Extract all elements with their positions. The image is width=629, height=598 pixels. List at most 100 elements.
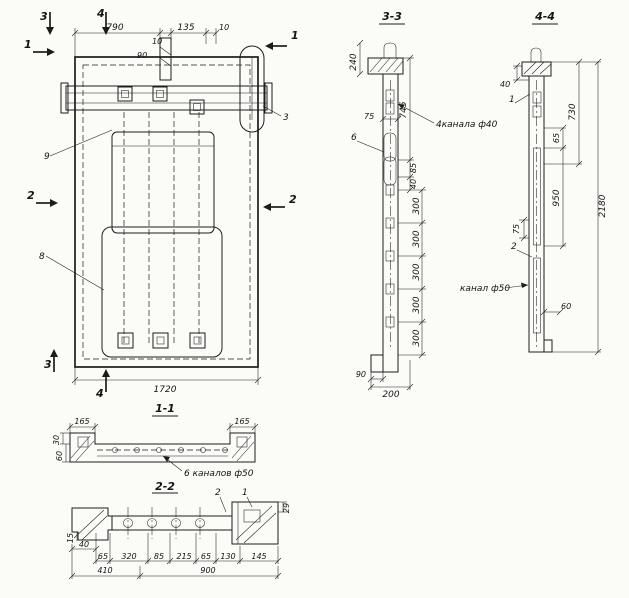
dim-60: 60	[55, 451, 64, 461]
dim-300-2: 300	[412, 230, 422, 247]
dim-1720: 1720	[154, 385, 177, 395]
dim-950: 950	[552, 189, 562, 206]
plan-view: 3 1 4 1 2 2 3 4 9 8 3	[24, 7, 299, 400]
dim-215: 215	[176, 552, 191, 561]
s22-dims: 29 15 40 65 320 85 215 65	[66, 501, 291, 580]
lifting-slot	[239, 45, 265, 133]
s44-dims: 40 730 65 950 2180 75	[500, 58, 608, 356]
dim-790: 790	[106, 23, 123, 33]
marker-1-right: 1	[291, 29, 299, 42]
dim-300-4: 300	[412, 296, 422, 313]
label-9: 9	[44, 152, 50, 162]
dim-900: 900	[200, 566, 215, 575]
marker-3-bottom: 3	[44, 358, 52, 371]
section-3-3: 3-3 240	[349, 10, 498, 400]
lifting-hook	[530, 47, 542, 62]
dim-40: 40	[409, 179, 418, 189]
dim-135: 135	[177, 23, 194, 33]
top-bar	[159, 37, 172, 81]
dim-30: 30	[52, 435, 61, 445]
dim-745: 745	[399, 101, 409, 118]
s11-dims: 165 165 30 60	[52, 417, 259, 463]
marker-2-left: 2	[27, 189, 35, 202]
bottom-squares	[117, 332, 206, 349]
channel-50-lower	[533, 257, 541, 334]
section-4-4-title: 4-4	[534, 10, 555, 23]
dim-410: 410	[97, 566, 112, 575]
keyway-squares	[117, 86, 205, 115]
marker-3-top: 3	[40, 10, 48, 23]
dim-165-right: 165	[234, 417, 249, 426]
lifting-hook	[383, 42, 397, 58]
label-4-channels: 4канала ф40	[436, 120, 498, 130]
plan-part-labels: 9 8 3	[39, 105, 289, 291]
dim-10a: 10	[152, 37, 162, 46]
dim-300-5: 300	[412, 329, 422, 346]
dim-15: 15	[66, 533, 75, 543]
s33-channels	[383, 89, 397, 328]
dim-40: 40	[79, 540, 89, 549]
dim-300-1: 300	[412, 197, 422, 214]
dim-40: 40	[500, 80, 510, 89]
s11-body	[69, 432, 256, 463]
dim-320: 320	[121, 552, 136, 561]
section-1-1-title: 1-1	[155, 402, 175, 415]
panel-dashed-edge	[82, 64, 251, 360]
s11-leaders: 6 каналов ф50	[162, 455, 254, 479]
label-6: 6	[351, 133, 357, 143]
dim-75: 75	[364, 112, 374, 121]
section-markers: 3 1 4 1 2 2 3 4	[24, 7, 299, 400]
dim-85: 85	[409, 163, 418, 173]
dim-130: 130	[220, 552, 235, 561]
chain-link-upper	[383, 132, 397, 162]
plan-bottom-dim: 1720	[71, 367, 262, 395]
channel-centerlines	[123, 112, 200, 345]
dim-85: 85	[154, 552, 164, 561]
channel-50-upper	[533, 147, 541, 246]
dim-29: 29	[282, 503, 291, 513]
label-1: 1	[242, 488, 248, 498]
label-2: 2	[215, 488, 221, 498]
dim-60: 60	[561, 302, 571, 311]
marker-2-right: 2	[289, 193, 297, 206]
s22-body	[71, 501, 279, 545]
label-3: 3	[283, 113, 289, 123]
dim-75: 75	[512, 224, 521, 234]
dim-10b: 10	[219, 23, 229, 32]
label-2: 2	[511, 242, 517, 252]
marker-4-bottom: 4	[95, 387, 104, 400]
dim-730: 730	[568, 103, 578, 120]
label-8: 8	[39, 252, 45, 262]
dim-90: 90	[137, 51, 147, 60]
plan-top-dims: 790 10 135 10 90	[71, 23, 229, 60]
dim-165-left: 165	[74, 417, 89, 426]
s44-channels	[532, 91, 542, 334]
dim-300-3: 300	[412, 263, 422, 280]
section-4-4: 4-4 40 7	[460, 10, 608, 356]
panel-outline	[74, 56, 259, 368]
dim-200: 200	[382, 390, 399, 400]
inner-panel-upper	[111, 131, 215, 234]
s44-leaders: 1 2 канал ф50	[460, 93, 533, 294]
marker-1-left: 1	[24, 38, 32, 51]
dim-65a: 65	[98, 552, 108, 561]
section-2-2-title: 2-2	[155, 480, 175, 493]
marker-4-top: 4	[96, 7, 105, 20]
section-2-2: 2-2 2 1 29	[66, 480, 291, 580]
label-1: 1	[509, 95, 515, 105]
s33-body	[367, 42, 404, 373]
s44-body	[521, 47, 553, 353]
section-3-3-title: 3-3	[382, 10, 402, 23]
section-1-1: 1-1 165 165 30	[52, 402, 259, 479]
s33-dims: 240 75 745 85 40 300	[349, 39, 426, 400]
s33-leaders: 6 4канала ф40	[351, 103, 498, 153]
inner-panel-lower	[101, 226, 223, 358]
s22-leaders: 2 1	[215, 488, 253, 513]
dim-65: 65	[552, 133, 561, 143]
dim-65b: 65	[201, 552, 211, 561]
label-channel-50: канал ф50	[460, 284, 510, 294]
dim-90: 90	[356, 370, 366, 379]
dim-145: 145	[251, 552, 266, 561]
